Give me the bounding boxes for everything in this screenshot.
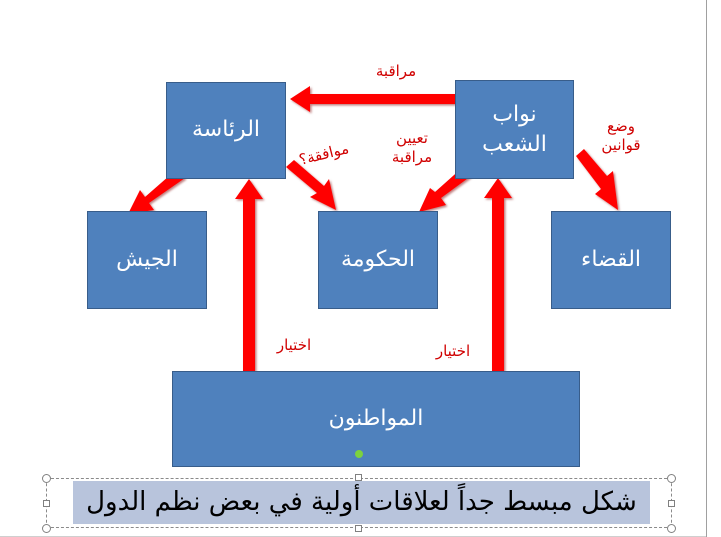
node-army-label: الجيش (116, 247, 178, 272)
label-appoint-line2: مراقبة (391, 148, 433, 166)
arrow-presidency-to-government (286, 160, 336, 210)
label-appoint-line1: تعيين (396, 129, 428, 147)
node-government: الحكومة (318, 211, 438, 309)
node-parliament: نواب الشعب (455, 80, 574, 179)
label-legislate-line1: وضع (607, 117, 635, 135)
rotation-handle[interactable] (355, 450, 363, 458)
arrow-presidency-to-army (128, 169, 185, 214)
slide-edge (706, 0, 721, 537)
resize-handle-top-middle[interactable] (355, 474, 362, 481)
node-presidency: الرئاسة (166, 82, 286, 179)
node-citizens: المواطنون (172, 371, 580, 467)
arrow-citizens-to-presidency (235, 179, 263, 371)
caption-text[interactable]: شكل مبسط جداً لعلاقات أولية في بعض نظم ا… (73, 481, 650, 524)
resize-handle-middle-right[interactable] (668, 500, 675, 507)
resize-handle-top-left[interactable] (42, 474, 51, 483)
arrow-parliament-to-presidency (290, 86, 455, 112)
node-citizens-label: المواطنون (328, 406, 424, 431)
label-choice-left: اختيار (276, 336, 312, 354)
label-legislate: وضع قوانين (594, 117, 648, 155)
node-army: الجيش (87, 211, 207, 309)
node-judiciary: القضاء (551, 211, 671, 309)
resize-handle-bottom-right[interactable] (667, 524, 676, 533)
node-parliament-label-line2: الشعب (482, 131, 547, 157)
node-judiciary-label: القضاء (580, 247, 642, 272)
resize-handle-middle-left[interactable] (43, 500, 50, 507)
resize-handle-top-right[interactable] (667, 474, 676, 483)
resize-handle-bottom-middle[interactable] (355, 525, 362, 532)
label-monitoring: مراقبة (375, 62, 417, 80)
label-choice-right: اختيار (435, 342, 471, 360)
node-parliament-label-line1: نواب (492, 101, 537, 127)
label-legislate-line2: قوانين (601, 136, 641, 154)
node-government-label: الحكومة (340, 247, 416, 272)
arrow-parliament-to-judiciary (576, 149, 618, 210)
node-presidency-label: الرئاسة (192, 117, 261, 142)
label-appoint: تعيين مراقبة (384, 129, 440, 167)
arrow-citizens-to-parliament (484, 178, 512, 371)
resize-handle-bottom-left[interactable] (42, 524, 51, 533)
